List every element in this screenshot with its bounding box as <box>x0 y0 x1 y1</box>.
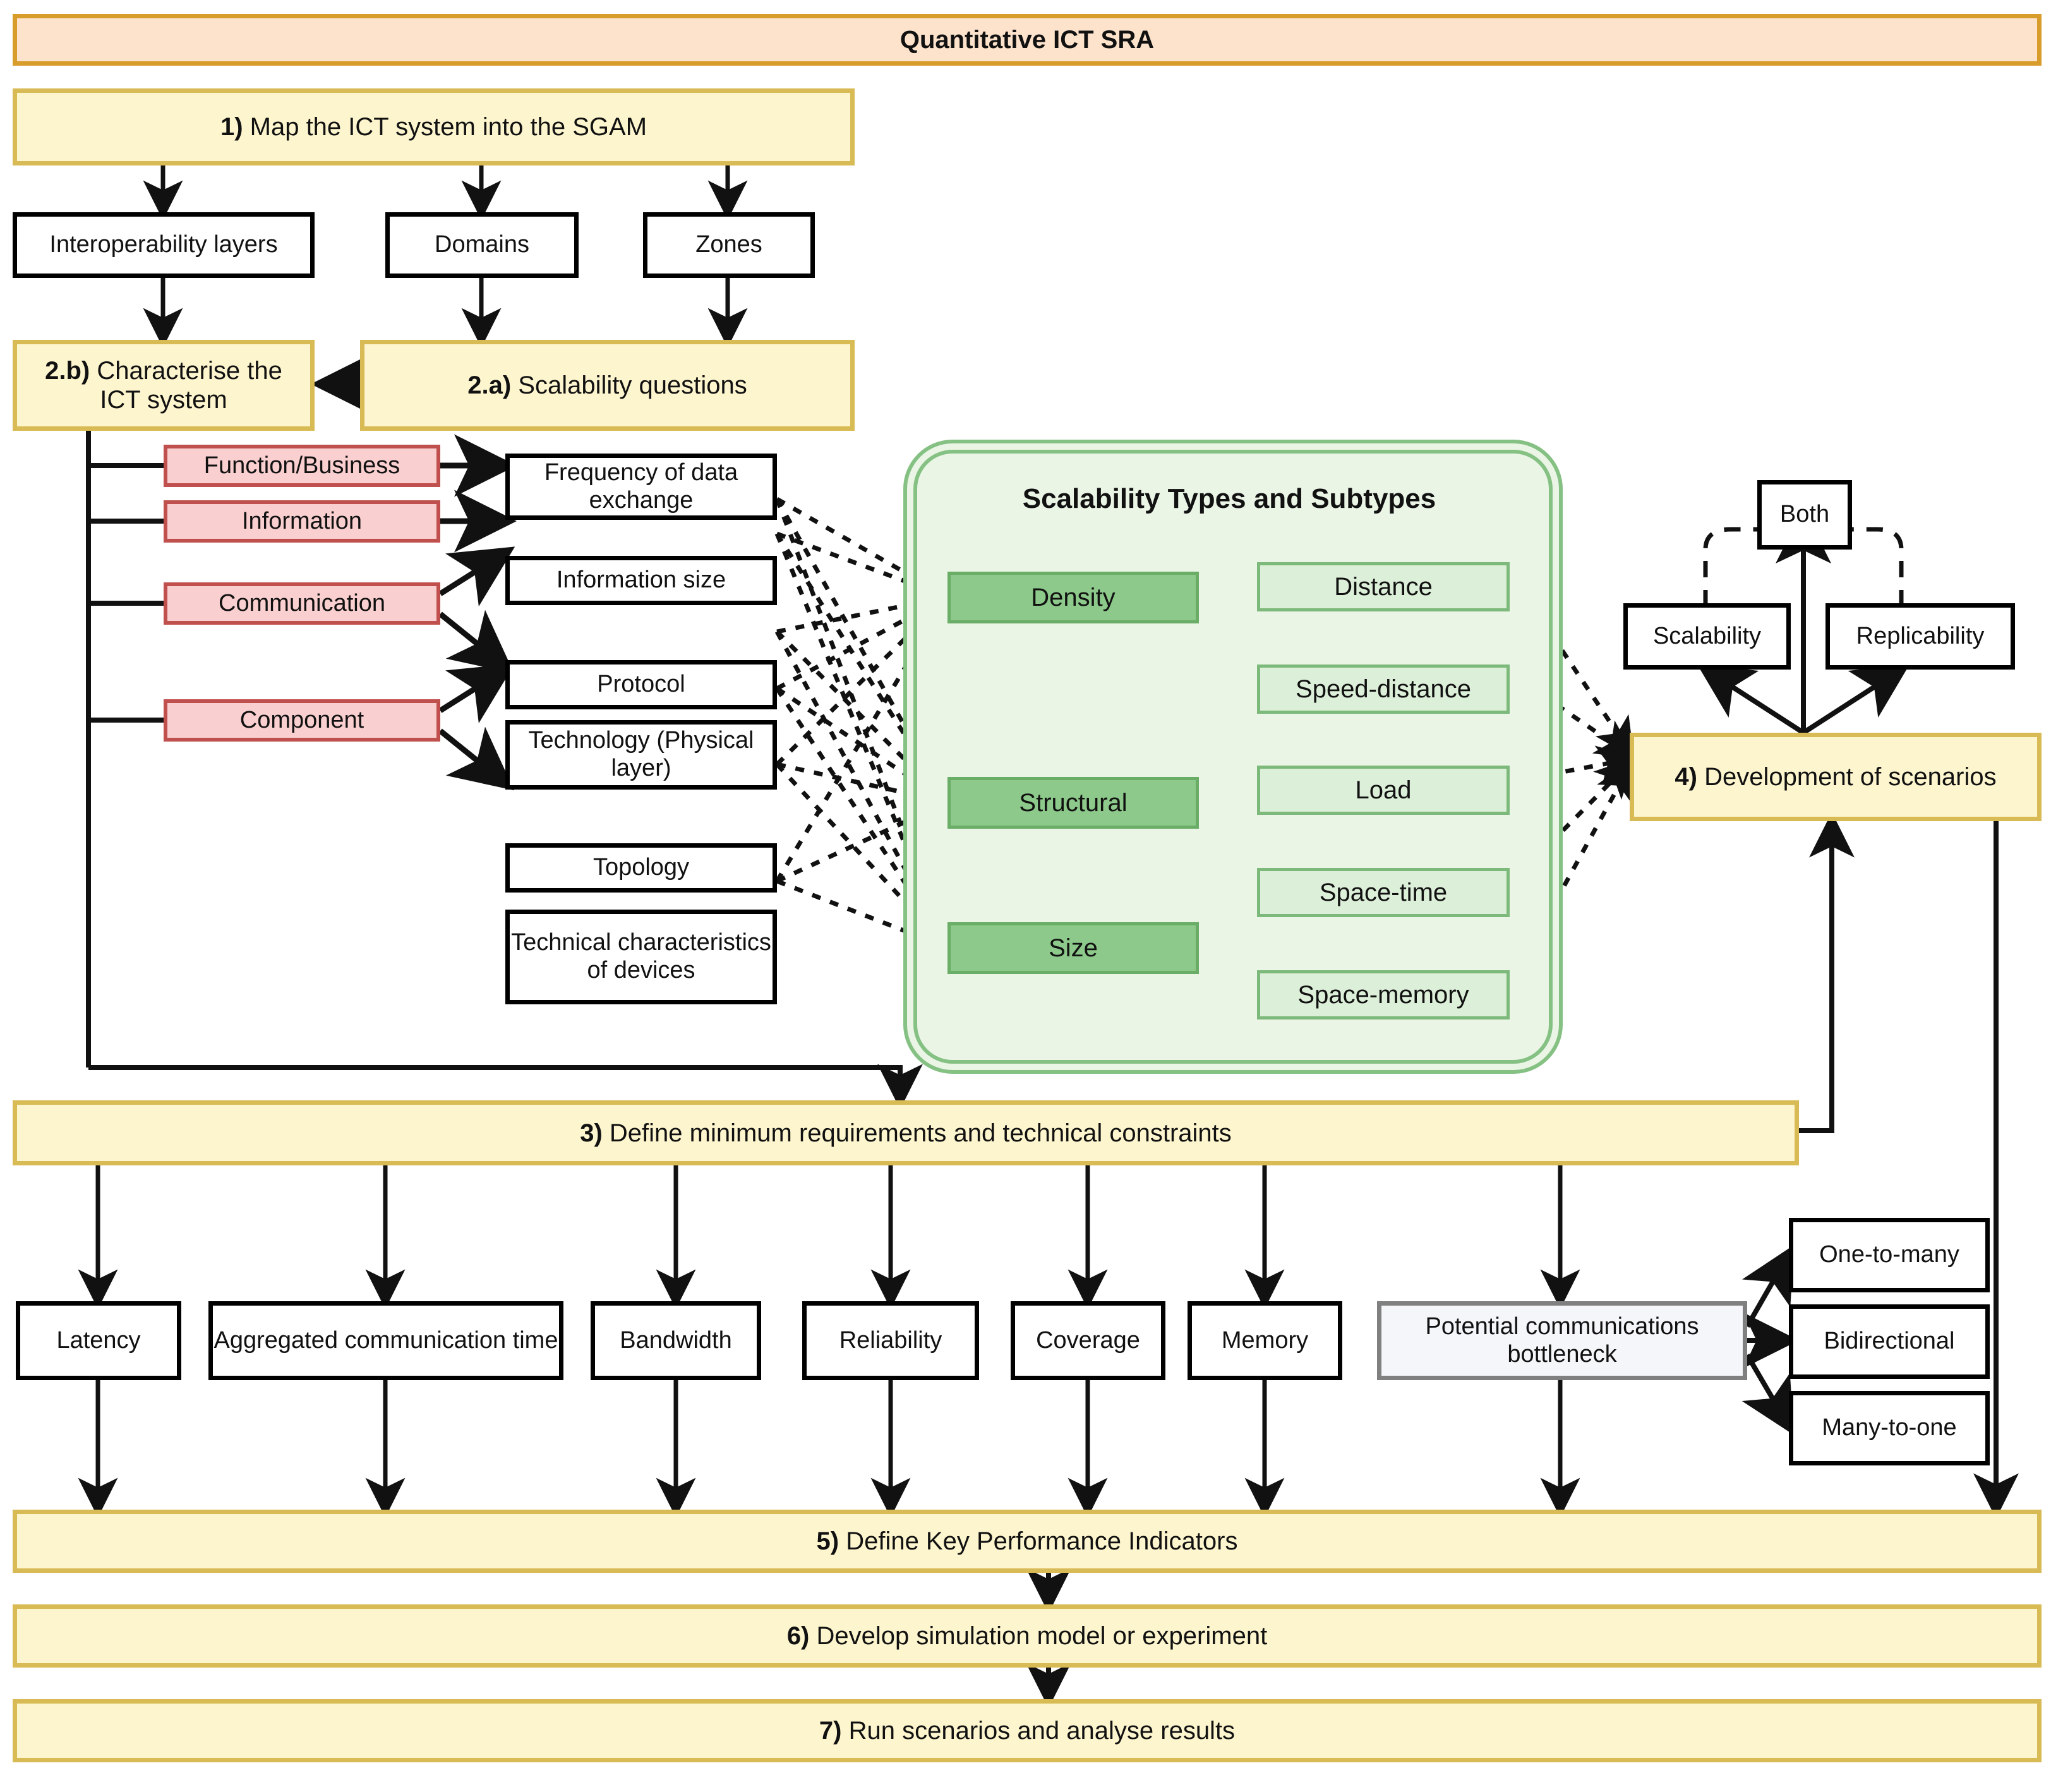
step-2b-label-line1: 2.b) Characterise the <box>45 357 282 385</box>
sgam-domains[interactable]: Domains <box>385 212 579 278</box>
step-2a-label: 2.a) Scalability questions <box>467 371 747 399</box>
scalability-type-label: Size <box>1049 934 1098 962</box>
bottleneck-kind-label: Many-to-one <box>1822 1414 1957 1441</box>
page-title: Quantitative ICT SRA <box>13 14 2042 66</box>
layer-label: Communication <box>219 589 385 616</box>
zones-label: Zones <box>695 231 762 258</box>
layer-function-business[interactable]: Function/Business <box>164 445 440 487</box>
requirement-latency[interactable]: Latency <box>16 1301 181 1380</box>
scalability-panel-title: Scalability Types and Subtypes <box>1022 483 1436 514</box>
step-7-label: 7) Run scenarios and analyse results <box>819 1717 1236 1745</box>
layer-communication[interactable]: Communication <box>164 582 440 625</box>
step-5-define-kpis[interactable]: 5) Define Key Performance Indicators <box>13 1510 2042 1573</box>
requirement-reliability[interactable]: Reliability <box>802 1301 979 1380</box>
characteristic-label: Frequency of data exchange <box>544 459 738 514</box>
scalability-subtype-space-memory[interactable]: Space-memory <box>1257 970 1510 1019</box>
scenario-kind-label: Replicability <box>1856 622 1985 649</box>
scalability-type-label: Density <box>1031 584 1116 611</box>
step-6-label: 6) Develop simulation model or experimen… <box>786 1622 1268 1650</box>
step-3-label: 3) Define minimum requirements and techn… <box>580 1119 1232 1147</box>
scenario-kind-both[interactable]: Both <box>1757 480 1852 550</box>
step-4-label: 4) Development of scenarios <box>1675 763 1997 791</box>
step-1-label: 1) Map the ICT system into the SGAM <box>220 113 647 141</box>
requirement-coverage[interactable]: Coverage <box>1011 1301 1165 1380</box>
interoperability-layers-label: Interoperability layers <box>49 231 278 258</box>
scalability-type-structural[interactable]: Structural <box>947 777 1199 829</box>
scenario-kind-scalability[interactable]: Scalability <box>1623 603 1791 670</box>
scalability-subtype-speed-distance[interactable]: Speed-distance <box>1257 664 1510 714</box>
scalability-subtype-load[interactable]: Load <box>1257 766 1510 815</box>
sgam-zones[interactable]: Zones <box>643 212 815 278</box>
characteristic-label: Protocol <box>597 671 685 698</box>
bottleneck-kind-bidirectional[interactable]: Bidirectional <box>1789 1304 1990 1379</box>
requirement-label: Coverage <box>1036 1326 1140 1354</box>
layer-label: Information <box>241 507 363 534</box>
characteristic-technology-physical-layer[interactable]: Technology (Physical layer) <box>505 720 777 790</box>
step-2a-scalability-questions[interactable]: 2.a) Scalability questions <box>360 340 855 431</box>
requirement-aggregated-communication-time[interactable]: Aggregated communication time <box>208 1301 563 1380</box>
characteristic-frequency-of-data-exchange[interactable]: Frequency of data exchange <box>505 454 777 520</box>
step-4-development-of-scenarios[interactable]: 4) Development of scenarios <box>1630 733 2042 821</box>
step-5-label: 5) Define Key Performance Indicators <box>816 1527 1238 1555</box>
characteristic-label: Technical characteristics of devices <box>511 929 771 983</box>
step-6-develop-simulation-model[interactable]: 6) Develop simulation model or experimen… <box>13 1604 2042 1668</box>
step-2b-label-line2: ICT system <box>100 386 227 414</box>
scalability-type-label: Structural <box>1019 789 1128 817</box>
scalability-subtype-label: Space-time <box>1319 879 1448 906</box>
requirement-label: Reliability <box>839 1326 942 1354</box>
characteristic-label: Technology (Physical layer) <box>528 727 754 781</box>
scalability-type-density[interactable]: Density <box>947 572 1199 623</box>
step-1-map-ict-system[interactable]: 1) Map the ICT system into the SGAM <box>13 88 855 165</box>
requirement-label: Bandwidth <box>620 1326 732 1354</box>
scalability-subtype-label: Space-memory <box>1297 981 1469 1009</box>
layer-information[interactable]: Information <box>164 500 440 543</box>
characteristic-label: Topology <box>592 854 690 881</box>
characteristic-protocol[interactable]: Protocol <box>505 660 777 709</box>
bottleneck-kind-many-to-one[interactable]: Many-to-one <box>1789 1391 1990 1465</box>
requirement-label: Latency <box>56 1326 141 1354</box>
requirement-label: Memory <box>1221 1326 1309 1354</box>
scalability-subtype-label: Distance <box>1334 573 1433 601</box>
requirement-bandwidth[interactable]: Bandwidth <box>591 1301 761 1380</box>
requirement-memory[interactable]: Memory <box>1188 1301 1342 1380</box>
domains-label: Domains <box>435 231 529 258</box>
layer-component[interactable]: Component <box>164 699 440 742</box>
scalability-type-size[interactable]: Size <box>947 922 1199 974</box>
step-2b-characterise-ict-system[interactable]: 2.b) Characterise the ICT system <box>13 340 315 431</box>
step-3-define-minimum-requirements[interactable]: 3) Define minimum requirements and techn… <box>13 1100 1799 1165</box>
layer-label: Function/Business <box>203 452 400 479</box>
scenario-kind-replicability[interactable]: Replicability <box>1825 603 2015 670</box>
scenario-kind-label: Scalability <box>1652 622 1762 649</box>
sgam-interoperability-layers[interactable]: Interoperability layers <box>13 212 315 278</box>
characteristic-label: Information size <box>556 567 726 594</box>
scalability-subtype-space-time[interactable]: Space-time <box>1257 868 1510 917</box>
bottleneck-kind-label: Bidirectional <box>1824 1328 1955 1355</box>
bottleneck-kind-one-to-many[interactable]: One-to-many <box>1789 1218 1990 1292</box>
requirement-label: Potential communications bottleneck <box>1425 1313 1699 1368</box>
scalability-subtype-label: Speed-distance <box>1296 675 1471 703</box>
scalability-subtype-distance[interactable]: Distance <box>1257 562 1510 611</box>
bottleneck-kind-label: One-to-many <box>1819 1241 1959 1268</box>
characteristic-topology[interactable]: Topology <box>505 843 777 893</box>
layer-label: Component <box>239 706 364 733</box>
characteristic-technical-characteristics-of-devices[interactable]: Technical characteristics of devices <box>505 910 777 1004</box>
scalability-subtype-label: Load <box>1355 776 1412 804</box>
characteristic-information-size[interactable]: Information size <box>505 556 777 605</box>
scenario-kind-label: Both <box>1779 501 1830 528</box>
step-7-run-scenarios[interactable]: 7) Run scenarios and analyse results <box>13 1699 2042 1762</box>
requirement-potential-communications-bottleneck[interactable]: Potential communications bottleneck <box>1377 1301 1747 1380</box>
requirement-label: Aggregated communication time <box>214 1326 558 1354</box>
